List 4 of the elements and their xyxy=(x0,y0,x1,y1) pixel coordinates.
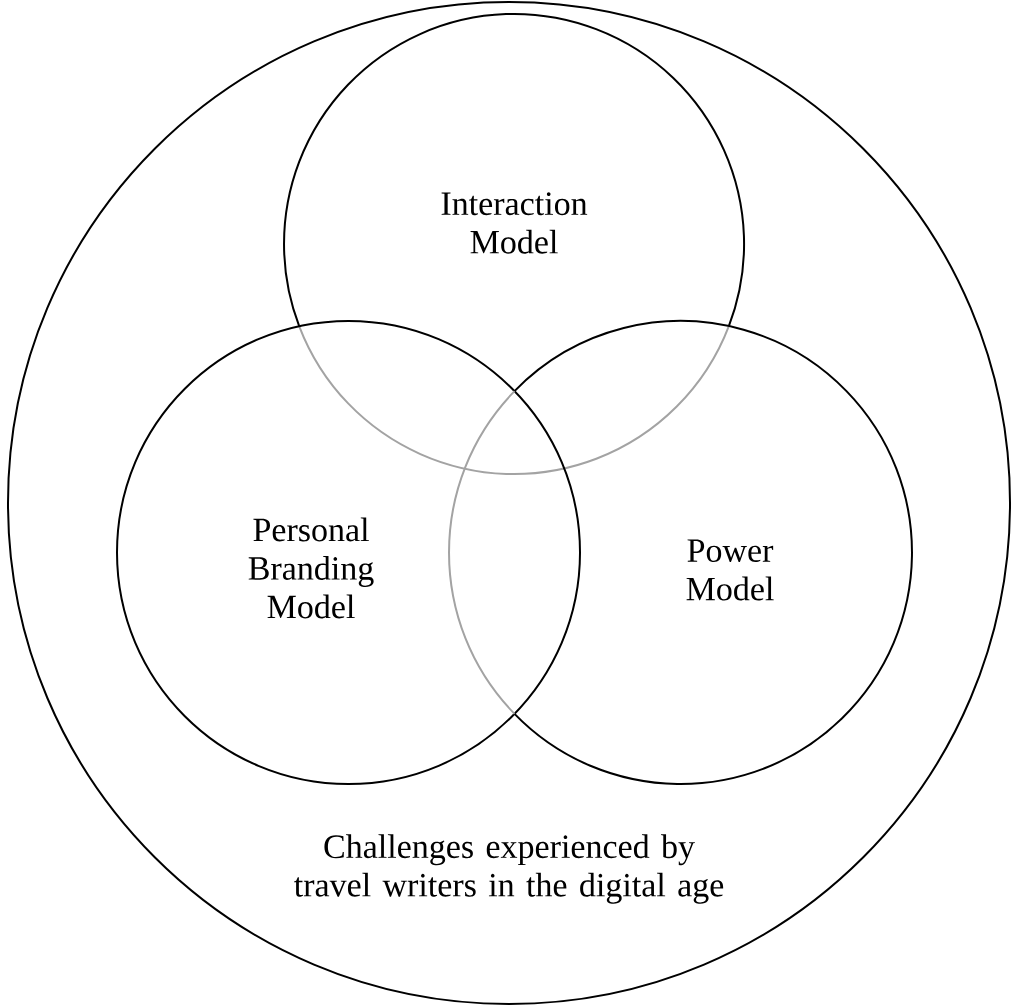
circle-label: Power Model xyxy=(686,539,774,601)
circle-label: Interaction Model xyxy=(441,192,588,254)
circle-label: Challenges experienced by travel writers in the digital age xyxy=(294,834,724,904)
circle-label: Personal Branding Model xyxy=(248,517,374,619)
